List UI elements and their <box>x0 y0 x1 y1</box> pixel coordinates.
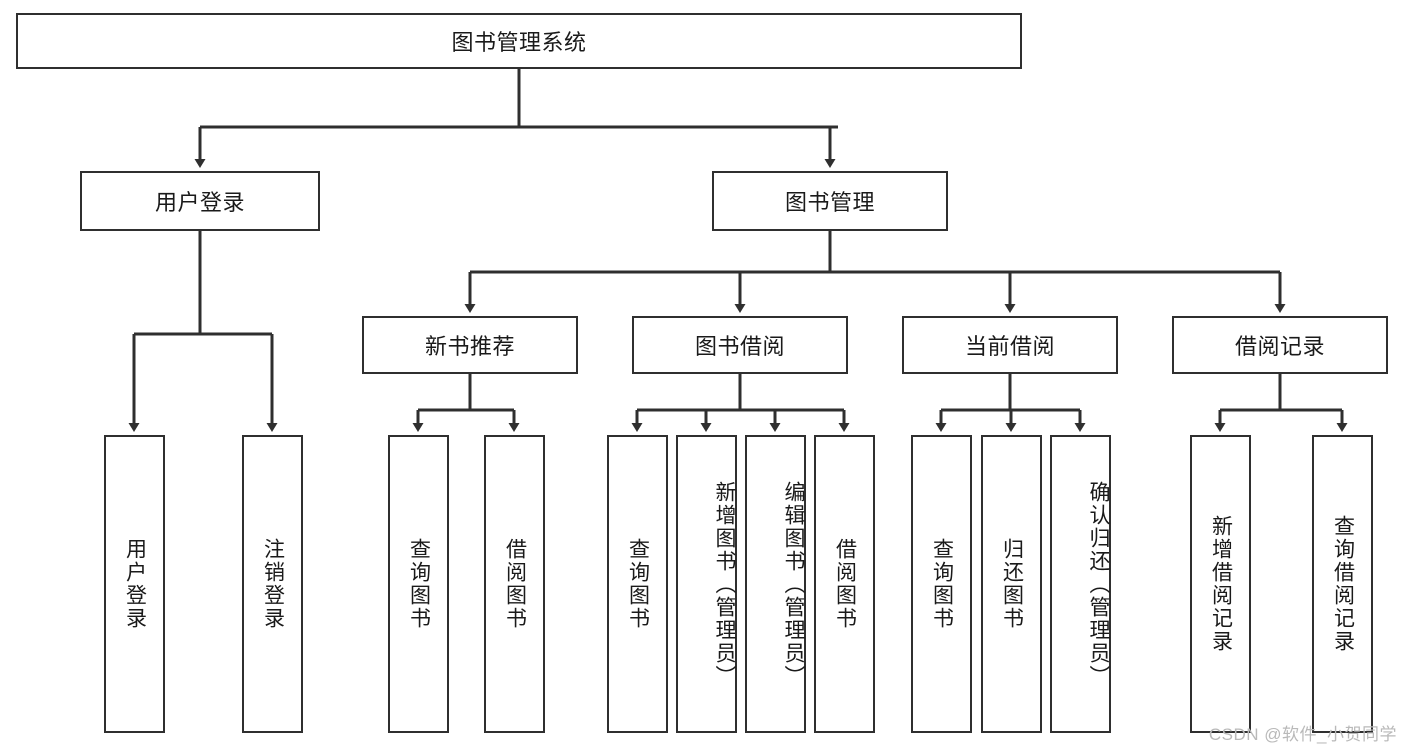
leaf-return-book[interactable]: 归还图书 <box>981 435 1042 733</box>
leaf-query-book-rec[interactable]: 查询图书 <box>388 435 449 733</box>
leaf-confirm-return-admin[interactable]: 确认归还（管理员） <box>1050 435 1111 733</box>
node-new-book-recommend[interactable]: 新书推荐 <box>362 316 578 374</box>
leaf-add-book-admin[interactable]: 新增图书（管理员） <box>676 435 737 733</box>
leaf-query-book-borrow[interactable]: 查询图书 <box>607 435 668 733</box>
node-book-management[interactable]: 图书管理 <box>712 171 948 231</box>
leaf-borrow-book-rec[interactable]: 借阅图书 <box>484 435 545 733</box>
leaf-query-book-current[interactable]: 查询图书 <box>911 435 972 733</box>
leaf-edit-book-admin-label: 编辑图书（管理员） <box>782 480 805 688</box>
node-user-login[interactable]: 用户登录 <box>80 171 320 231</box>
node-root[interactable]: 图书管理系统 <box>16 13 1022 69</box>
leaf-user-login-label: 用户登录 <box>123 538 147 630</box>
node-borrow-record[interactable]: 借阅记录 <box>1172 316 1388 374</box>
leaf-user-login[interactable]: 用户登录 <box>104 435 165 733</box>
leaf-query-borrow-record-label: 查询借阅记录 <box>1331 515 1355 653</box>
leaf-query-book-rec-label: 查询图书 <box>407 538 431 630</box>
node-book-borrow[interactable]: 图书借阅 <box>632 316 848 374</box>
leaf-confirm-return-admin-label: 确认归还（管理员） <box>1087 480 1110 688</box>
node-book-borrow-label: 图书借阅 <box>694 334 785 359</box>
watermark-csdn: CSDN @软件_小贺同学 <box>1208 725 1397 744</box>
node-current-borrow-label: 当前借阅 <box>964 334 1055 359</box>
node-borrow-record-label: 借阅记录 <box>1234 334 1325 359</box>
leaf-edit-book-admin[interactable]: 编辑图书（管理员） <box>745 435 806 733</box>
leaf-logout-label: 注销登录 <box>261 538 285 630</box>
leaf-add-book-admin-label: 新增图书（管理员） <box>713 480 736 688</box>
leaf-logout[interactable]: 注销登录 <box>242 435 303 733</box>
node-new-book-recommend-label: 新书推荐 <box>424 334 515 359</box>
leaf-borrow-book-rec-label: 借阅图书 <box>503 538 527 630</box>
leaf-add-borrow-record-label: 新增借阅记录 <box>1209 515 1233 653</box>
leaf-borrow-book[interactable]: 借阅图书 <box>814 435 875 733</box>
leaf-add-borrow-record[interactable]: 新增借阅记录 <box>1190 435 1251 733</box>
leaf-query-borrow-record[interactable]: 查询借阅记录 <box>1312 435 1373 733</box>
leaf-query-book-current-label: 查询图书 <box>930 538 954 630</box>
leaf-borrow-book-label: 借阅图书 <box>833 538 857 630</box>
node-current-borrow[interactable]: 当前借阅 <box>902 316 1118 374</box>
node-user-login-label: 用户登录 <box>154 190 245 215</box>
leaf-return-book-label: 归还图书 <box>1000 538 1024 630</box>
leaf-query-book-borrow-label: 查询图书 <box>626 538 650 630</box>
node-root-label: 图书管理系统 <box>451 30 587 55</box>
node-book-management-label: 图书管理 <box>784 190 875 215</box>
